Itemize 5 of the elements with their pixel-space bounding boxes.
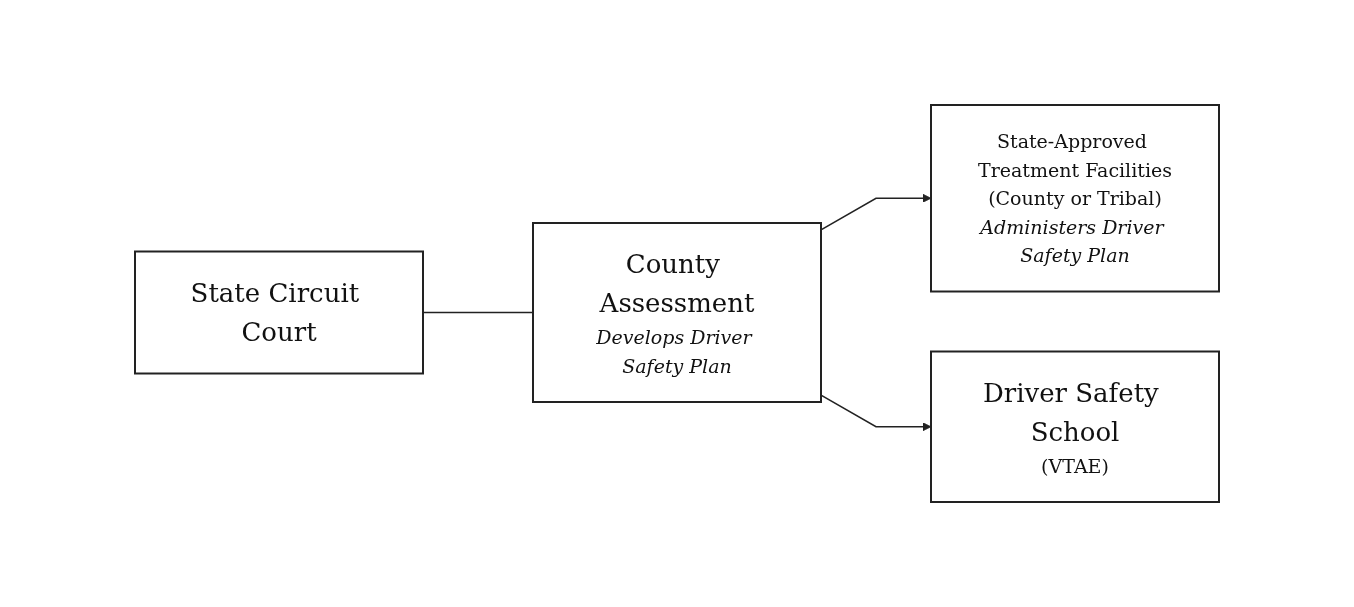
node-box: Driver Safety School (VTAE)	[930, 350, 1220, 503]
node-box: State Circuit Court	[134, 250, 424, 375]
node-box: County Assessment Develops Driver Safety Plan	[532, 222, 822, 403]
node-box: State-Approved Treatment Facilities (County or Tribal) Administers Driver Safety Plan	[930, 104, 1220, 293]
arrow	[820, 193, 932, 231]
